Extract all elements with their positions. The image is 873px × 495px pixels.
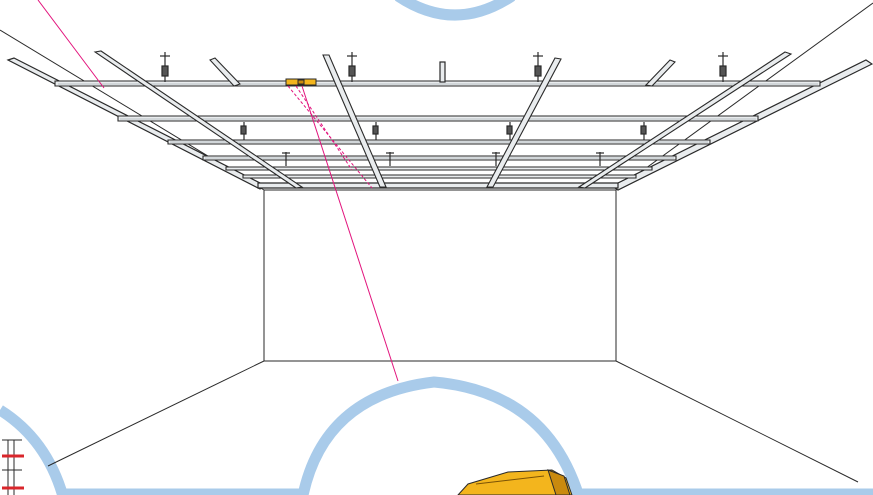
main-runner-inner-right [486,57,562,188]
leader-line-top-left [37,0,105,89]
stub-tees [209,57,676,87]
bottom-left-detail-callout [0,405,69,495]
suspension-hanger-icon [506,122,513,140]
laser-tool-detail [457,469,573,495]
laser-line-right [295,85,353,171]
suspension-hanger-icon [282,152,290,166]
ceiling-corner-right [615,2,873,191]
suspension-hanger-icon [640,122,647,140]
suspension-hanger-icon [492,152,500,166]
suspension-hanger-icon [240,122,247,140]
cross-tees [54,80,821,179]
suspension-hanger-icon [596,152,604,166]
main-runner-outer-right [577,51,793,189]
main-runner-inner-left [322,54,387,188]
bottom-left-detail [2,439,24,495]
main-runners [93,50,793,189]
floor-edge-left [47,360,265,467]
stub-tee-left [209,57,241,87]
floor-edge-right [615,360,859,483]
main-runner-outer-left [93,50,304,189]
cross-tee-4 [202,155,677,161]
top-detail-callout [394,0,516,21]
suspension-hanger-icon [347,52,357,82]
bottom-center-detail-callout [297,376,585,495]
suspension-hanger-icon [386,152,394,166]
hangers [160,52,728,166]
wall-angle-back [257,182,619,189]
cross-tee-2 [117,115,759,122]
suspension-hanger-icon [439,61,446,83]
leader-lines [37,0,399,382]
suspension-hanger-icon [372,122,379,140]
wall-angles [6,57,873,191]
cross-tee-6 [242,174,637,179]
stub-tee-right [644,59,676,87]
back-wall [263,189,617,362]
suspension-hanger-icon [718,52,728,82]
cross-tee-5 [225,166,653,171]
laser-lines [287,85,373,189]
spirit-level-icon [285,78,317,86]
leader-line-level [301,85,399,382]
cross-tee-3 [167,139,711,145]
suspension-hanger-icon [533,52,543,82]
suspension-hanger-icon [160,52,170,82]
cross-tee-1 [54,80,821,87]
